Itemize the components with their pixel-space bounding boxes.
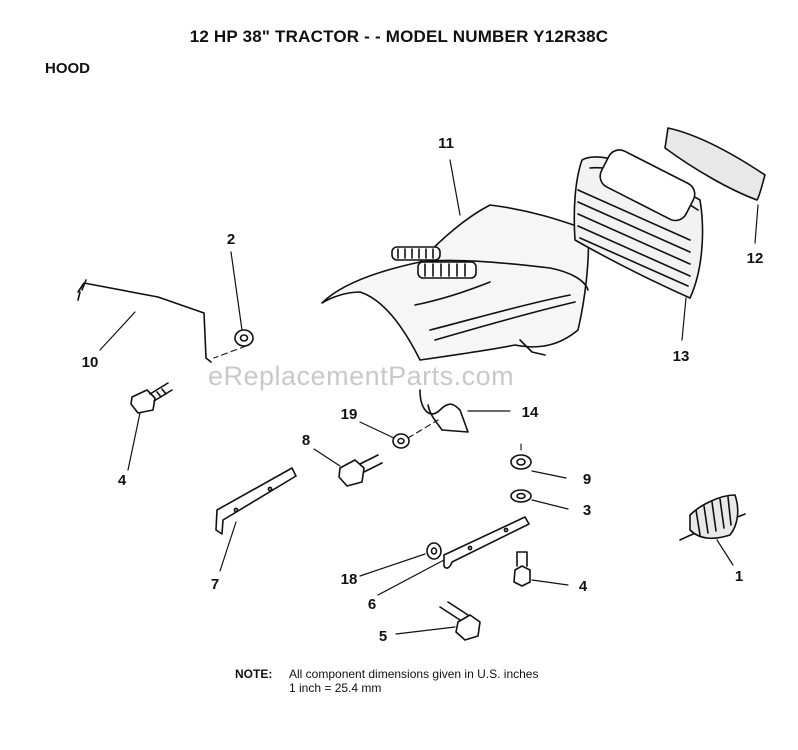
bolt-left-part (130, 382, 173, 414)
callout-3: 3 (583, 502, 591, 519)
bracket-part-7 (215, 467, 297, 535)
callout-1: 1 (735, 568, 743, 585)
clip-part (419, 389, 469, 433)
nut-part (234, 329, 254, 347)
spring-part (679, 494, 746, 541)
callout-8: 8 (302, 432, 310, 449)
callout-13: 13 (673, 348, 690, 365)
callout-2: 2 (227, 231, 235, 248)
callout-9: 9 (583, 471, 591, 488)
callout-14: 14 (522, 404, 539, 421)
note-label: NOTE: (235, 667, 273, 681)
callout-5: 5 (379, 628, 387, 645)
callout-18: 18 (341, 571, 358, 588)
nut-part-9 (510, 454, 532, 470)
diagram-title: 12 HP 38" TRACTOR - - MODEL NUMBER Y12R3… (189, 27, 609, 46)
note-line-2: 1 inch = 25.4 mm (289, 681, 382, 695)
hood-shell-part (321, 204, 590, 361)
dimension-note: NOTE: All component dimensions given in U… (235, 667, 538, 695)
washer-part-18 (426, 542, 442, 560)
grille-part (573, 149, 704, 299)
note-body: All component dimensions given in U.S. i… (289, 667, 538, 695)
callout-12: 12 (747, 250, 764, 267)
support-rod-part (77, 279, 212, 363)
assembly-lines (213, 345, 522, 451)
section-label: HOOD (45, 60, 90, 77)
washer-part-3 (510, 489, 532, 503)
bolt-part-5 (439, 601, 481, 641)
bolt-part-8 (338, 454, 383, 487)
callout-10: 10 (82, 354, 99, 371)
bolt-right-part (513, 551, 531, 587)
callout-7: 7 (211, 576, 219, 593)
callout-4-right: 4 (579, 578, 588, 595)
callout-6: 6 (368, 596, 376, 613)
washer-part-19 (392, 433, 410, 449)
note-line-1: All component dimensions given in U.S. i… (289, 667, 539, 681)
callout-labels: 1 2 3 4 4 5 6 7 8 9 10 11 12 13 14 18 19 (82, 135, 764, 645)
callout-19: 19 (341, 406, 358, 423)
callout-4-left: 4 (118, 472, 127, 489)
leader-lines (99, 159, 759, 635)
callout-11: 11 (438, 135, 454, 152)
watermark: eReplacementParts.com (208, 361, 515, 391)
bracket-part-6 (443, 516, 530, 569)
lens-part (664, 127, 766, 201)
